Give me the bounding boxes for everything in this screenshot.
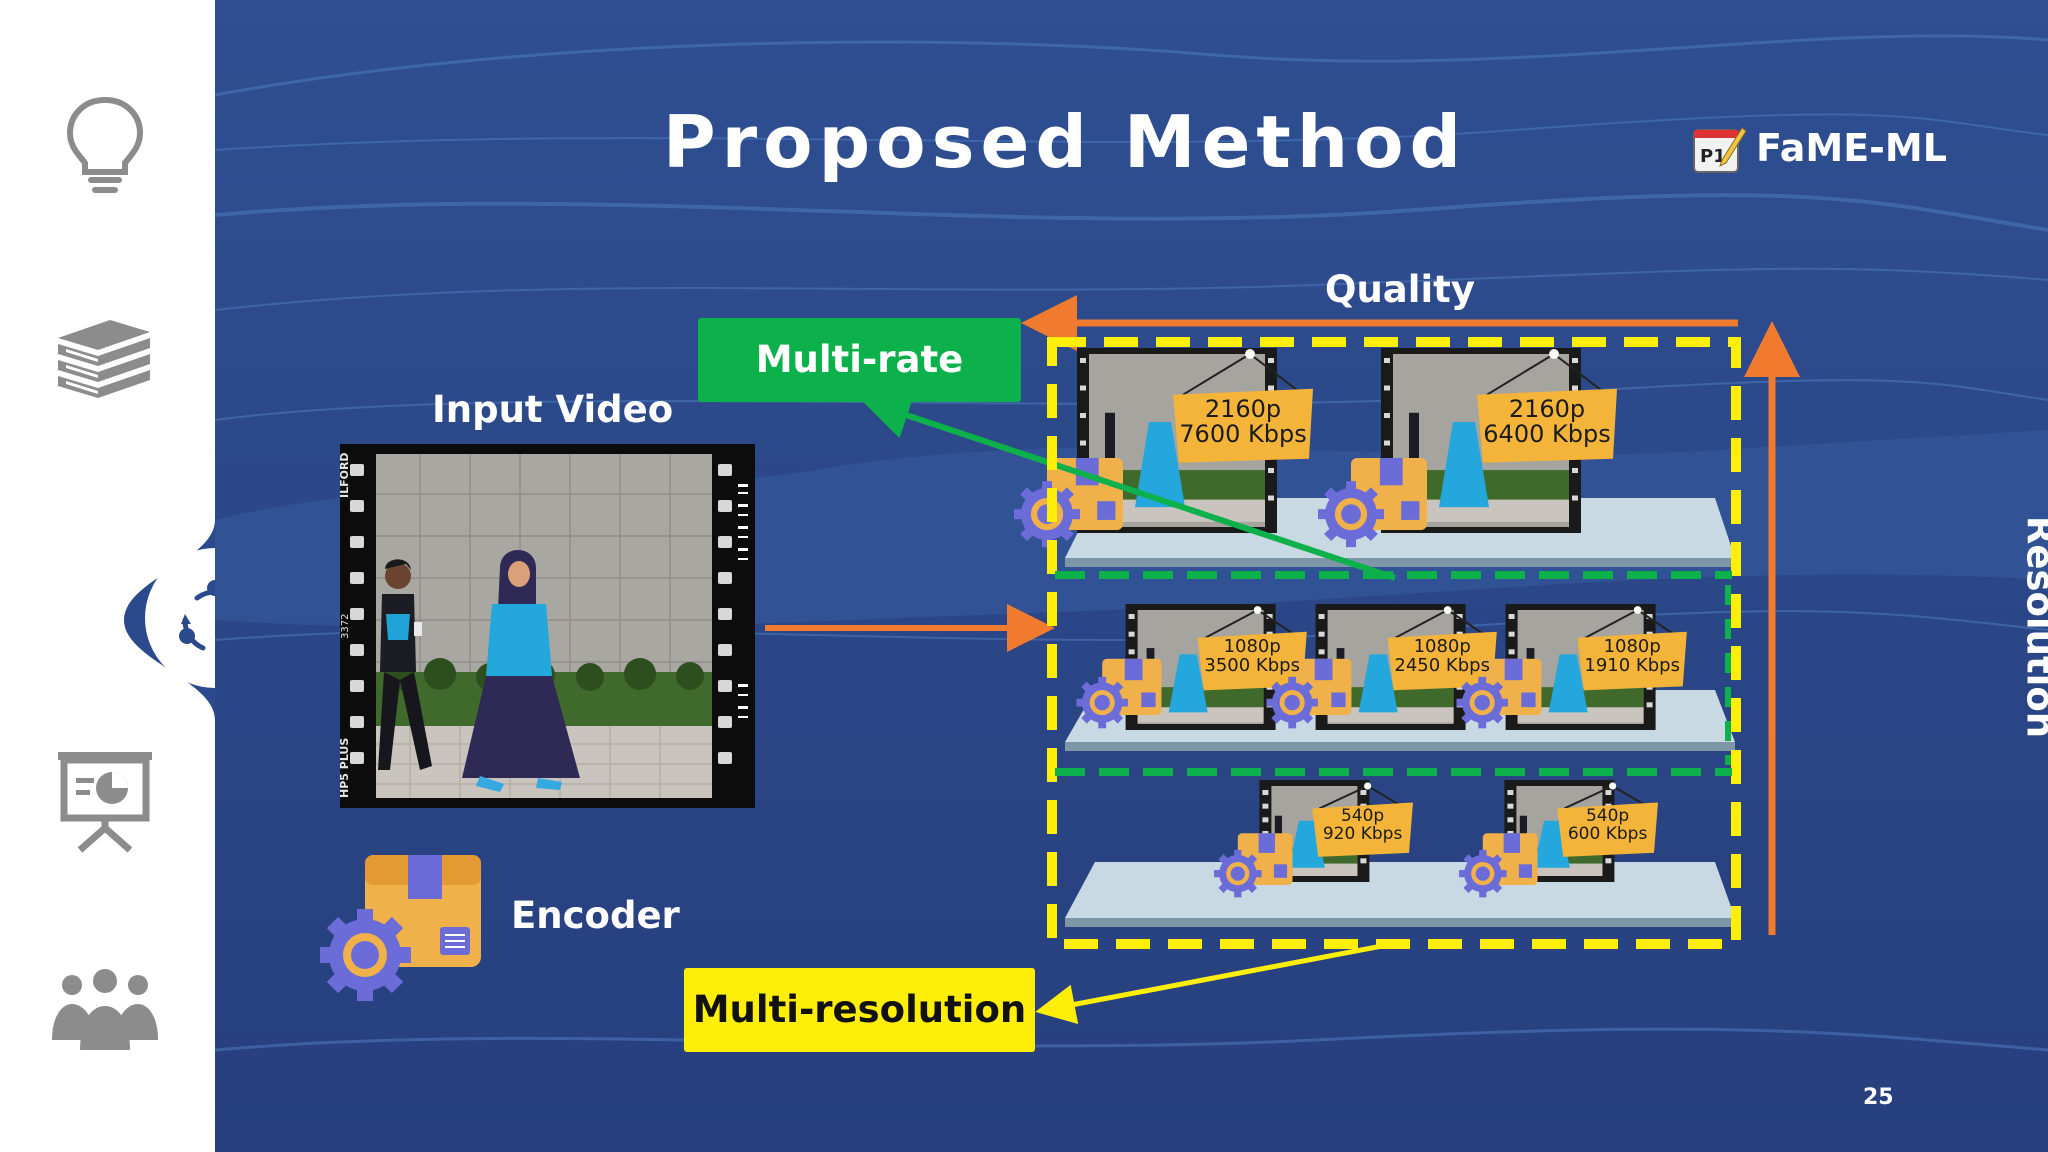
film-strip-middle-text: 3372: [340, 614, 351, 639]
film-strip-frame: ILFORD 3372 HP5 PLUS: [340, 444, 755, 808]
brand-name: FaME-ML: [1756, 126, 1947, 170]
lightbulb-icon[interactable]: [50, 88, 160, 198]
notepad-pencil-icon: P1: [1693, 127, 1746, 173]
film-strip-bottom-text: HP5 PLUS: [340, 738, 351, 798]
man-figure: [378, 559, 432, 770]
presentation-icon[interactable]: [50, 744, 160, 854]
input-video-label: Input Video: [432, 388, 674, 431]
team-icon[interactable]: [50, 960, 160, 1070]
encoder-label: Encoder: [511, 894, 680, 937]
input-video-thumbnail: ILFORD 3372 HP5 PLUS: [340, 444, 755, 808]
multi-rate-callout: Multi-rate: [698, 318, 1021, 402]
video-scene: [376, 454, 712, 798]
quality-axis-label: Quality: [1325, 268, 1475, 311]
brand: P1 FaME-ML: [1690, 118, 1947, 178]
page-number: 25: [1863, 1085, 1894, 1110]
books-icon[interactable]: [50, 310, 160, 420]
film-strip-top-text: ILFORD: [340, 452, 351, 498]
brand-badge-text: P1: [1700, 146, 1726, 167]
multi-resolution-callout: Multi-resolution: [684, 968, 1035, 1052]
slide: Proposed Method P1 FaME-ML Input Video: [215, 0, 2048, 1152]
resolution-axis-label: Resolution: [2018, 515, 2048, 739]
slide-title: Proposed Method: [662, 100, 1468, 184]
encoder-icon: [320, 855, 481, 1001]
woman-figure: [462, 550, 580, 792]
